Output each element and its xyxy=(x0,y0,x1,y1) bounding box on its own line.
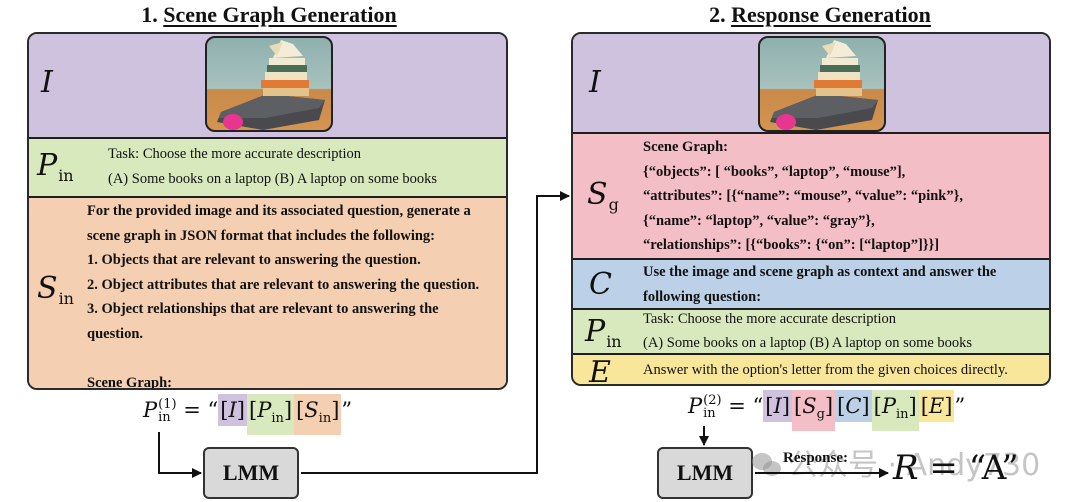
chip-prompt: [Pin] xyxy=(247,394,295,436)
sg-instruction-row: Sin For the provided image and its assoc… xyxy=(29,198,506,388)
lmm-box-stage1: LMM xyxy=(203,447,299,499)
chip-image: [I] xyxy=(763,390,792,422)
chip-prompt: [Pin] xyxy=(871,390,919,432)
sg-instruction-symbol: Sin xyxy=(37,271,74,308)
books-laptop-photo xyxy=(217,40,325,130)
sg-instruction-text: For the provided image and its associate… xyxy=(87,203,480,390)
chip-context: [C] xyxy=(835,390,872,422)
prompt-row: Pin Task: Choose the more accurate descr… xyxy=(29,139,506,198)
input-image xyxy=(205,36,333,132)
extraction-text: Answer with the option's letter from the… xyxy=(643,362,1008,378)
input-image xyxy=(758,36,886,132)
stage1-prompt-formula: P(1)in = “[I][Pin][Sin]” xyxy=(143,394,352,436)
response-result: R = “A” xyxy=(893,448,1019,488)
arrow-formula1-to-lmm xyxy=(158,432,202,478)
stage1-number: 1. xyxy=(141,2,158,27)
chip-sg-instruction: [Sin] xyxy=(294,394,342,436)
chip-extraction: [E] xyxy=(918,390,955,422)
scene-graph-row: Sg Scene Graph: {“objects”: [ “books”, “… xyxy=(573,134,1049,260)
context-text: Use the image and scene graph as context… xyxy=(643,264,997,305)
stage2-number: 2. xyxy=(709,2,726,27)
extraction-symbol: E xyxy=(589,355,611,386)
chip-scene-graph: [Sg] xyxy=(792,390,836,432)
response-label: Response: xyxy=(783,450,849,466)
arrow-lmm-to-scene-graph xyxy=(301,191,570,474)
scene-graph-generation-panel: I Pin Task: Choose the more accurate des… xyxy=(27,32,508,390)
extraction-row: E Answer with the option's letter from t… xyxy=(573,355,1049,384)
stage1-title-text: Scene Graph Generation xyxy=(163,2,397,27)
prompt-row: Pin Task: Choose the more accurate descr… xyxy=(573,310,1049,355)
stage1-title: 1. Scene Graph Generation xyxy=(124,2,414,28)
context-row: C Use the image and scene graph as conte… xyxy=(573,260,1049,310)
context-symbol: C xyxy=(589,267,612,302)
image-row: I xyxy=(573,34,1049,134)
prompt-text: Task: Choose the more accurate descripti… xyxy=(108,146,438,187)
prompt-symbol: Pin xyxy=(585,314,622,351)
chip-image: [I] xyxy=(218,394,247,426)
books-laptop-photo xyxy=(770,40,878,130)
stage2-title: 2. Response Generation xyxy=(690,2,950,28)
response-generation-panel: I Sg Scene Graph: {“objects”: [ “books”,… xyxy=(571,32,1051,386)
stage2-prompt-formula: P(2)in = “[I][Sg][C][Pin][E]” xyxy=(688,390,965,432)
prompt-symbol: Pin xyxy=(37,148,74,185)
scene-graph-text: Scene Graph: {“objects”: [ “books”, “lap… xyxy=(643,139,963,253)
lmm-box-stage2: LMM xyxy=(657,447,753,499)
scene-graph-symbol: Sg xyxy=(587,177,619,214)
image-symbol: I xyxy=(589,65,601,100)
image-symbol: I xyxy=(41,65,53,100)
image-row: I xyxy=(29,34,506,139)
stage2-title-text: Response Generation xyxy=(731,2,931,27)
prompt-text: Task: Choose the more accurate descripti… xyxy=(643,311,973,351)
